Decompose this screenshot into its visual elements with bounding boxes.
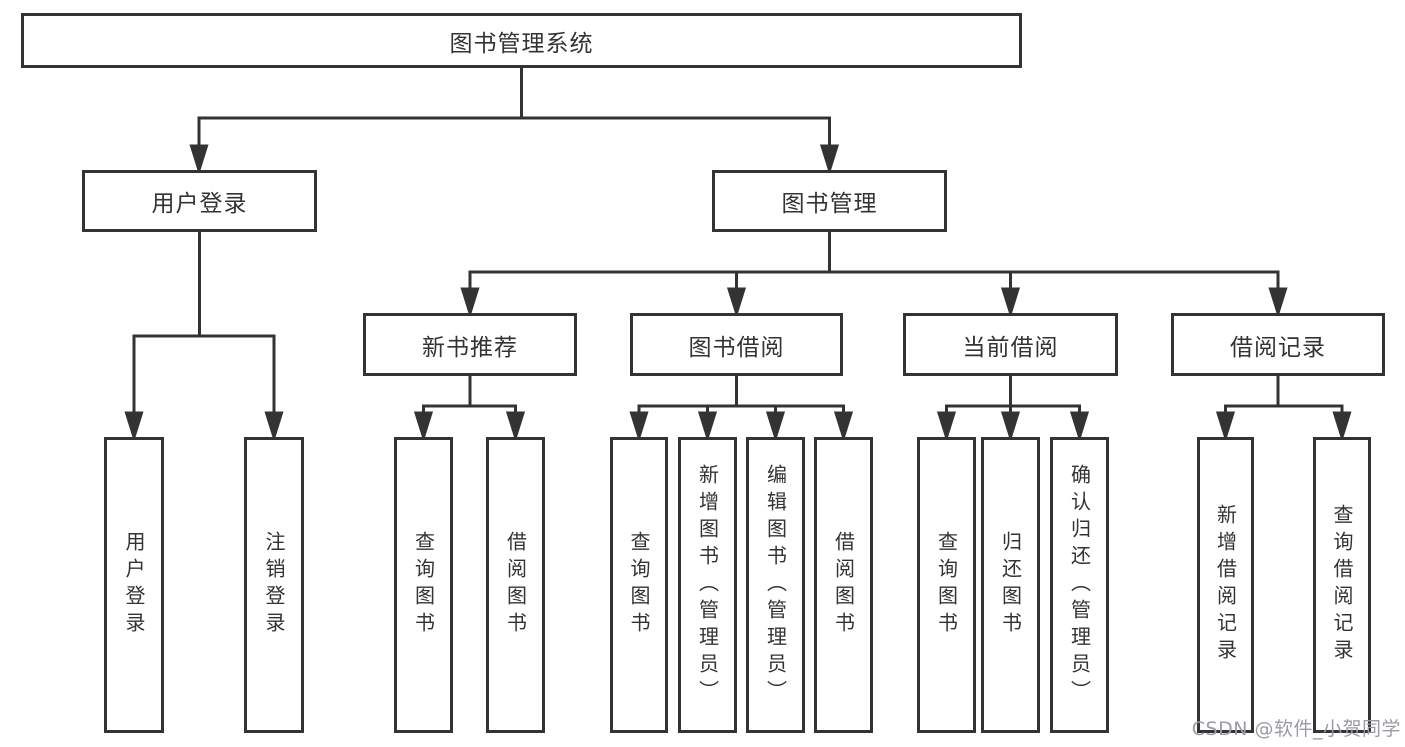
node-book-management: 图书管理 xyxy=(712,170,947,232)
leaf-user-login: 用户登录 xyxy=(104,437,164,733)
node-label: 图书管理 xyxy=(781,191,878,217)
branch-user-login xyxy=(124,232,284,443)
leaf-edit-book-admin: 编辑图书（管理员） xyxy=(746,437,805,733)
node-label: 图书管理系统 xyxy=(449,30,594,57)
arrowhead-icon xyxy=(819,144,840,176)
csdn-watermark: CSDN @软件_小贺同学 xyxy=(1191,718,1401,740)
leaf-label: 查询图书 xyxy=(627,531,651,639)
node-label: 当前借阅 xyxy=(962,334,1059,361)
node-new-book-recommend: 新书推荐 xyxy=(363,313,577,376)
leaf-label: 借阅图书 xyxy=(503,531,528,639)
leaf-query-book: 查询图书 xyxy=(917,437,976,733)
arrowhead-icon xyxy=(726,287,747,319)
leaf-label: 查询借阅记录 xyxy=(1330,504,1354,666)
leaf-query-book: 查询图书 xyxy=(394,437,453,733)
branch-borrow-record xyxy=(1215,376,1352,443)
branch-root xyxy=(189,68,840,176)
leaf-label: 归还图书 xyxy=(998,531,1023,639)
arrowhead-icon xyxy=(413,411,434,443)
leaf-label: 借阅图书 xyxy=(831,531,856,639)
leaf-query-book: 查询图书 xyxy=(610,437,668,733)
arrowhead-icon xyxy=(1000,287,1021,319)
arrowhead-icon xyxy=(460,287,480,319)
leaf-return-book: 归还图书 xyxy=(981,437,1040,733)
leaf-label: 编辑图书（管理员） xyxy=(763,463,788,707)
leaf-borrow-book: 借阅图书 xyxy=(486,437,545,733)
arrowhead-icon xyxy=(124,411,144,443)
node-label: 用户登录 xyxy=(151,191,248,217)
arrowhead-icon xyxy=(833,411,854,443)
leaf-logout: 注销登录 xyxy=(244,437,304,733)
leaf-label: 用户登录 xyxy=(122,531,146,639)
leaf-borrow-book: 借阅图书 xyxy=(814,437,873,733)
branch-book-borrow xyxy=(629,376,854,443)
node-label: 图书借阅 xyxy=(688,334,785,361)
leaf-add-borrow-record: 新增借阅记录 xyxy=(1197,437,1254,733)
node-borrow-record: 借阅记录 xyxy=(1171,313,1385,376)
node-library-management-system: 图书管理系统 xyxy=(21,13,1022,68)
arrowhead-icon xyxy=(189,144,209,176)
arrowhead-icon xyxy=(629,411,649,443)
leaf-label: 确认归还（管理员） xyxy=(1067,463,1092,707)
node-book-borrow: 图书借阅 xyxy=(630,313,843,376)
arrowhead-icon xyxy=(1268,287,1288,319)
leaf-add-book-admin: 新增图书（管理员） xyxy=(678,437,737,733)
leaf-label: 新增图书（管理员） xyxy=(695,463,720,707)
arrowhead-icon xyxy=(697,411,718,443)
leaf-query-borrow-record: 查询借阅记录 xyxy=(1313,437,1371,733)
leaf-label: 查询图书 xyxy=(934,531,959,639)
node-label: 新书推荐 xyxy=(422,334,518,361)
arrowhead-icon xyxy=(1069,411,1090,443)
arrowhead-icon xyxy=(1215,411,1236,443)
node-label: 借阅记录 xyxy=(1230,334,1326,361)
leaf-confirm-return-admin: 确认归还（管理员） xyxy=(1050,437,1109,733)
node-current-borrow: 当前借阅 xyxy=(903,313,1118,376)
leaf-label: 注销登录 xyxy=(262,531,286,639)
arrowhead-icon xyxy=(1000,411,1021,443)
leaf-label: 查询图书 xyxy=(411,531,436,639)
arrowhead-icon xyxy=(1332,411,1352,443)
arrowhead-icon xyxy=(505,411,526,443)
leaf-label: 新增借阅记录 xyxy=(1213,504,1238,666)
arrowhead-icon xyxy=(765,411,786,443)
branch-new-book xyxy=(413,376,526,443)
arrowhead-icon xyxy=(264,411,284,443)
arrowhead-icon xyxy=(936,411,957,443)
branch-current-borrow xyxy=(936,376,1090,443)
node-user-login: 用户登录 xyxy=(82,170,317,232)
branch-book-management xyxy=(460,232,1288,319)
